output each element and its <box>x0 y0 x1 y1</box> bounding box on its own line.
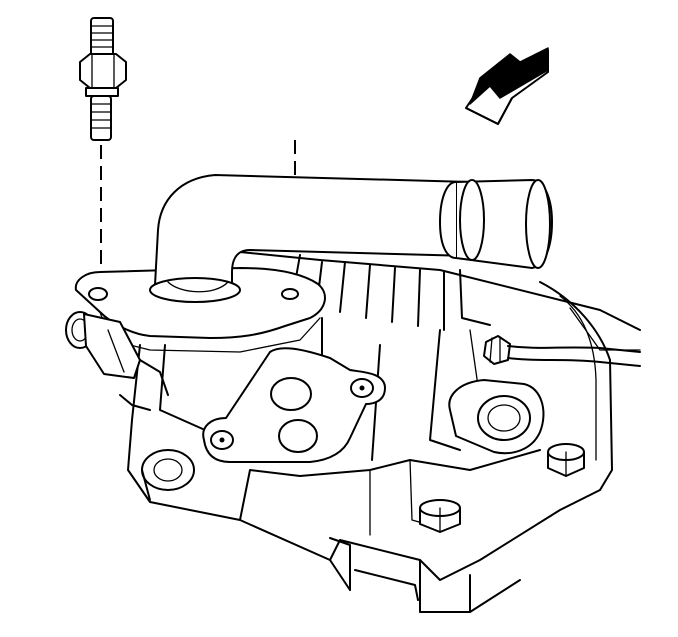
right-port <box>448 379 545 455</box>
bolt-holes <box>88 287 299 301</box>
side-fitting <box>65 311 169 396</box>
direction-arrow <box>465 47 549 125</box>
lower-boss <box>141 449 195 501</box>
egr-plate <box>202 347 386 463</box>
hex-bolt-right <box>547 443 585 477</box>
hex-bolt-center <box>419 499 461 533</box>
hose-fitting <box>483 335 641 367</box>
stud-bolt <box>79 17 127 292</box>
hex-bolts <box>419 443 585 533</box>
coolant-outlet-pipe <box>149 140 553 303</box>
pipe-flange <box>74 267 326 353</box>
